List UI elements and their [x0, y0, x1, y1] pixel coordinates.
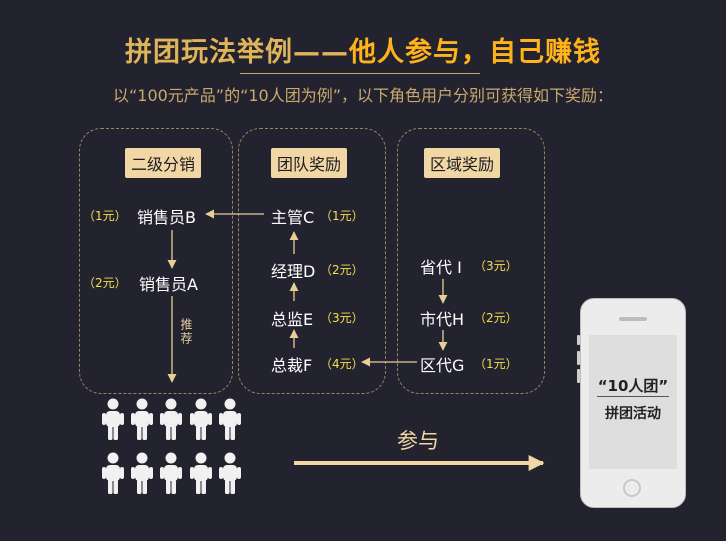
- amount-province-agent-i: （3元）: [474, 259, 518, 273]
- phone-home-button: [623, 479, 641, 497]
- person-icon: [190, 398, 212, 440]
- phone-screen: [589, 335, 677, 469]
- person-icon: [160, 398, 182, 440]
- amount-city-agent-h: （2元）: [474, 311, 518, 325]
- participate-label: 参与: [397, 429, 439, 453]
- node-director-e: 总监E: [271, 310, 314, 329]
- person-icon: [219, 452, 241, 494]
- title-part1: 拼团玩法举例——: [125, 37, 349, 68]
- subtitle: 以“100元产品”的“10人团为例”，以下角色用户分别可获得如下奖励：: [112, 86, 614, 105]
- secondary-distribution-tag: 二级分销: [125, 148, 202, 178]
- title-part2: 他人参与，自己赚钱: [349, 37, 601, 68]
- people-group: [102, 398, 241, 494]
- amount-salesperson-b: （1元）: [83, 209, 127, 223]
- node-salesperson-a: 销售员A: [139, 275, 198, 294]
- node-province-agent-i: 省代 I: [420, 258, 462, 277]
- amount-president-f: （4元）: [320, 357, 364, 371]
- node-supervisor-c: 主管C: [271, 208, 315, 227]
- phone-title: “10人团”: [597, 377, 669, 395]
- node-city-agent-h: 市代H: [420, 310, 465, 329]
- person-icon: [219, 398, 241, 440]
- team-reward-panel: [238, 128, 386, 394]
- phone-side-button: [577, 351, 580, 365]
- phone-side-button: [577, 335, 580, 345]
- person-icon: [190, 452, 212, 494]
- region-reward-panel: [397, 128, 545, 394]
- team-reward-tag: 团队奖励: [271, 148, 348, 178]
- page-title: 拼团玩法举例——他人参与，自己赚钱: [0, 30, 726, 69]
- person-icon: [102, 398, 124, 440]
- phone-illustration: “10人团” 拼团活动: [577, 298, 686, 508]
- person-icon: [131, 452, 153, 494]
- phone-speaker: [619, 317, 647, 321]
- node-salesperson-b: 销售员B: [137, 208, 196, 227]
- node-district-agent-g: 区代G: [420, 356, 465, 375]
- recommend-label: 推荐: [179, 318, 193, 346]
- region-reward-tag: 区域奖励: [424, 148, 501, 178]
- phone-side-button: [577, 369, 580, 383]
- node-manager-d: 经理D: [271, 262, 316, 281]
- node-president-f: 总裁F: [271, 356, 313, 375]
- amount-manager-d: （2元）: [320, 263, 364, 277]
- phone-divider: [597, 396, 669, 397]
- amount-salesperson-a: （2元）: [83, 276, 127, 290]
- title-underline: [240, 73, 480, 74]
- person-icon: [131, 398, 153, 440]
- amount-district-agent-g: （1元）: [474, 357, 518, 371]
- phone-subtitle: 拼团活动: [605, 406, 661, 422]
- secondary-distribution-panel: [79, 128, 233, 394]
- amount-supervisor-c: （1元）: [320, 209, 364, 223]
- person-icon: [102, 452, 124, 494]
- amount-director-e: （3元）: [320, 311, 364, 325]
- person-icon: [160, 452, 182, 494]
